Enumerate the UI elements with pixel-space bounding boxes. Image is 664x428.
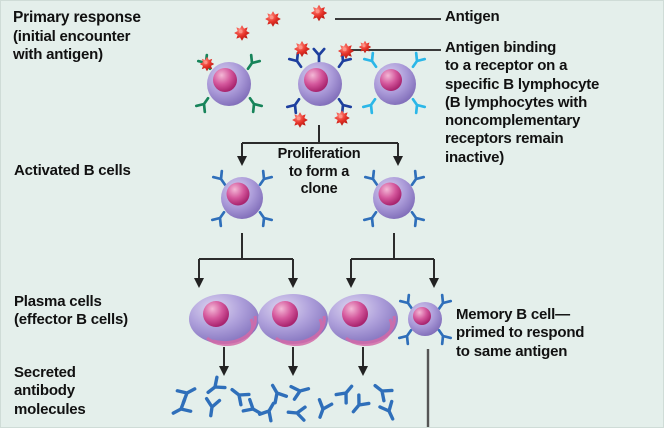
- y-receptor-icon: [210, 169, 274, 228]
- y-receptor-icon: [397, 293, 453, 346]
- activated-b-cell-left: [210, 169, 274, 228]
- y-antibody-icon: [168, 375, 401, 424]
- cyan-receptor-lymphocyte: [361, 51, 427, 115]
- secreted-antibody-label: Secreted antibody molecules: [14, 364, 86, 418]
- plasma-cell-2: [258, 294, 328, 346]
- navy-receptor-lymphocyte: [285, 47, 353, 115]
- clone-bracket-left: [194, 233, 298, 288]
- plasma-cell-3: [328, 294, 398, 346]
- y-receptor-icon: [194, 53, 264, 114]
- antigen-binding-leader-line: [349, 49, 441, 51]
- antigen-star-icon: [199, 4, 372, 128]
- plasma-cells-label: Plasma cells (effector B cells): [14, 293, 128, 329]
- proliferation-label: Proliferation to form a clone: [277, 146, 361, 198]
- plasma-cell-1: [189, 294, 259, 346]
- memory-b-cell-label: Memory B cell— primed to respond to same…: [456, 306, 585, 360]
- primary-response-subtitle: (initial encounter with antigen): [13, 28, 131, 64]
- y-receptor-icon: [361, 51, 427, 115]
- primary-response-title: Primary response: [13, 9, 141, 26]
- antigen-leader-line: [335, 18, 441, 20]
- antigen-binding-label: Antigen binding to a receptor on a speci…: [445, 39, 600, 166]
- activated-b-cells-label: Activated B cells: [14, 162, 131, 179]
- y-receptor-icon: [285, 47, 353, 115]
- antibody-secretion-arrows: [219, 347, 368, 376]
- clone-bracket-right: [346, 233, 439, 288]
- green-receptor-lymphocyte: [194, 53, 264, 114]
- antigen-label: Antigen: [445, 8, 500, 25]
- memory-b-cell: [397, 293, 453, 346]
